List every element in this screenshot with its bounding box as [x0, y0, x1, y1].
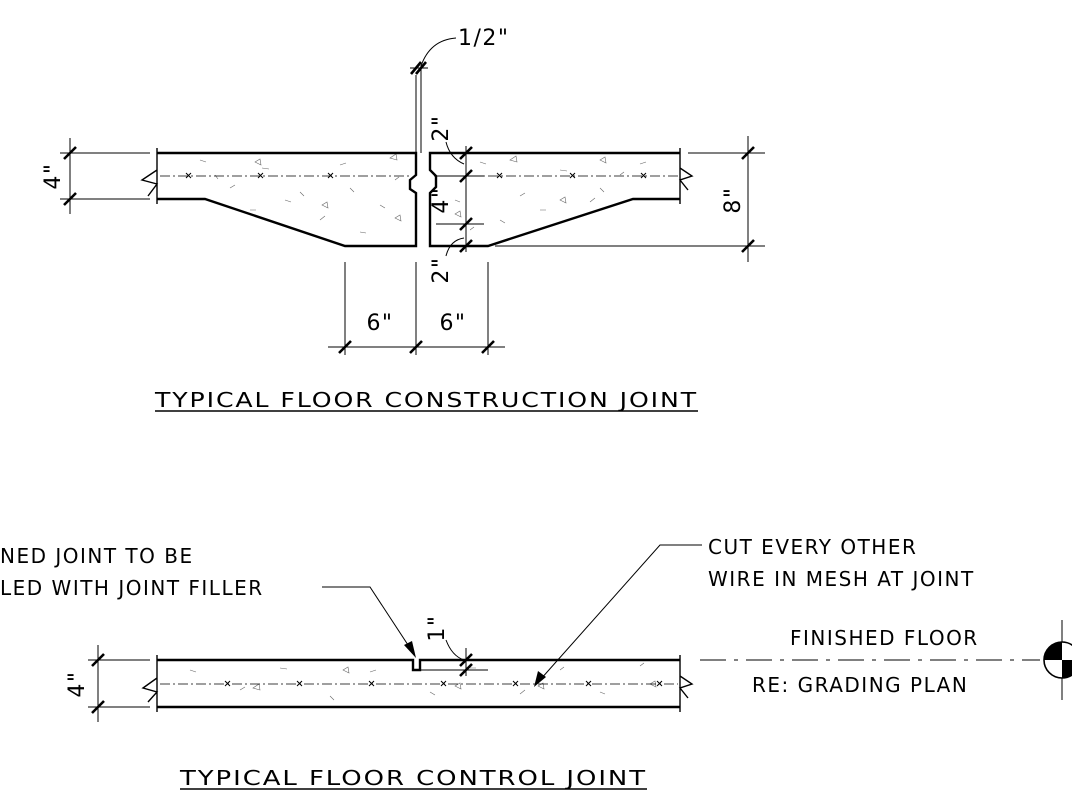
- concrete-hatch-upper: [199, 153, 647, 234]
- construction-joint-title: TYPICAL FLOOR CONSTRUCTION JOINT: [154, 388, 698, 412]
- dim-label-top-2in: 2": [429, 114, 454, 141]
- break-mark-left: [140, 148, 159, 204]
- dim-center-vertical: [436, 141, 484, 257]
- note-mesh-line2: WIRE IN MESH AT JOINT: [708, 567, 975, 591]
- dim-label-cut-depth: 1": [425, 614, 450, 641]
- dim-left-4in: [60, 138, 150, 214]
- control-slab-outline: [157, 658, 680, 709]
- dim-label-control-4in: 4": [65, 670, 90, 697]
- slab-right-outline: [428, 151, 680, 248]
- dim-label-right-8in: 8": [721, 186, 746, 213]
- break-mark-right: [678, 148, 694, 204]
- control-joint-title: TYPICAL FLOOR CONTROL JOINT: [179, 766, 647, 790]
- mesh-crosses: [185, 172, 647, 179]
- note-joint-line2: LED WITH JOINT FILLER: [0, 576, 264, 600]
- dim-bottom-widths: [328, 262, 505, 355]
- dim-label-key-4in: 4": [429, 186, 454, 213]
- dim-label-width-left: 6": [366, 311, 393, 336]
- dim-right-8in: [495, 136, 765, 262]
- control-joint-detail: 4" 1" NED JOINT TO BE LED WITH JOINT FIL…: [0, 535, 1072, 790]
- dim-gap-half-inch: [410, 37, 457, 75]
- dim-cut-depth: [420, 639, 488, 677]
- control-break-right: [678, 655, 694, 712]
- construction-joint-detail: 4" 1/2" 2" 4" 2": [41, 26, 765, 412]
- control-mesh-crosses: [224, 680, 663, 687]
- note-mesh-line1: CUT EVERY OTHER: [708, 535, 917, 559]
- dim-label-left-4in: 4": [41, 162, 66, 189]
- leader-joint-filler: [322, 586, 416, 658]
- elev-line2: RE: GRADING PLAN: [752, 673, 968, 697]
- control-break-left: [141, 655, 159, 712]
- leader-cut-mesh: [534, 544, 702, 687]
- dim-label-gap: 1/2": [458, 26, 510, 51]
- elev-line1: FINISHED FLOOR: [790, 626, 979, 650]
- concrete-hatch-lower: [189, 662, 657, 701]
- elevation-target-symbol: [1043, 620, 1072, 700]
- dim-label-width-right: 6": [439, 311, 466, 336]
- dim-control-4in: [88, 645, 150, 722]
- dim-label-bottom-2in: 2": [429, 256, 454, 283]
- note-joint-line1: NED JOINT TO BE: [0, 544, 194, 568]
- slab-left-outline: [157, 151, 418, 248]
